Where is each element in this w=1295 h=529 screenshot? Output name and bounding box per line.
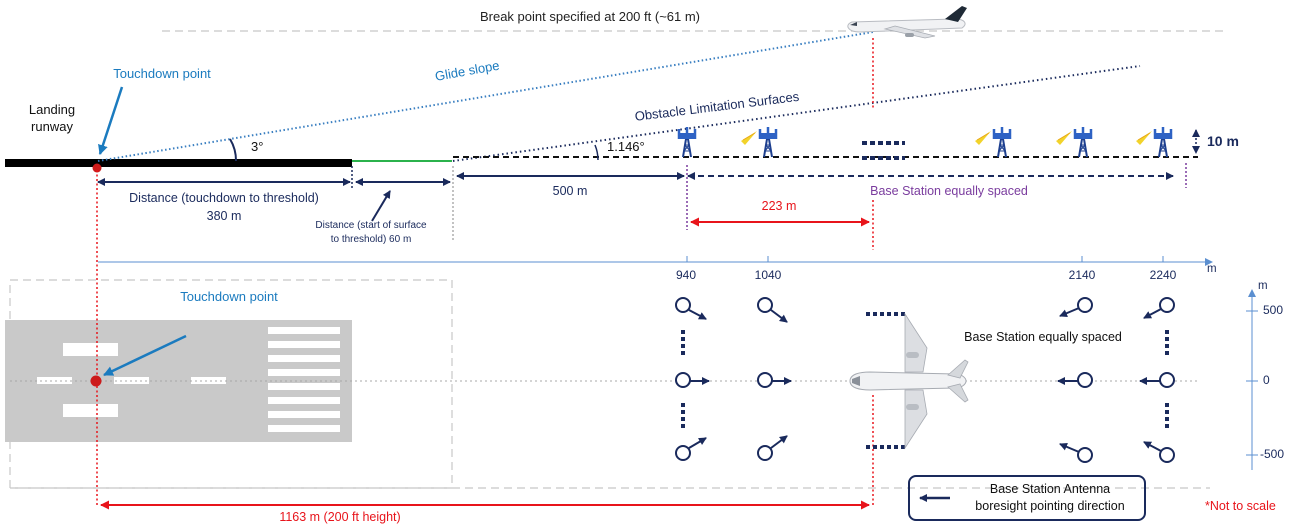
not-to-scale-note: *Not to scale	[1205, 499, 1276, 513]
touchdown-arrow-top	[98, 86, 124, 155]
dist-1163-label: 1163 m (200 ft height)	[279, 510, 401, 524]
glide-slope-line	[97, 31, 874, 162]
touchdown-label-plan: Touchdown point	[180, 289, 278, 304]
dist-surface-label-1: Distance (start of surface	[315, 220, 427, 231]
dist-223-label: 223 m	[761, 199, 797, 213]
y-tick-0: 0	[1263, 373, 1270, 387]
glide-angle-label: 3°	[251, 139, 264, 154]
x-tick-940: 940	[675, 268, 697, 282]
break-point-label: Break point specified at 200 ft (~61 m)	[479, 9, 701, 24]
tower-height-label: 10 m	[1207, 133, 1239, 149]
dist-touchdown-value: 380 m	[206, 209, 242, 223]
x-tick-2240: 2240	[1149, 268, 1177, 282]
landing-runway	[5, 159, 352, 167]
ols-line	[452, 65, 1141, 162]
bs-spacing-label-top: Base Station equally spaced	[870, 184, 1028, 198]
touchdown-label-top: Touchdown point	[113, 66, 211, 81]
dist-surface-pointer	[371, 190, 391, 222]
legend-line-2: boresight pointing direction	[975, 499, 1125, 513]
x-axis-unit: m	[1207, 263, 1217, 275]
dist-touchdown-label: Distance (touchdown to threshold)	[129, 191, 319, 205]
touchdown-dot-plan	[90, 375, 102, 387]
glide-angle-arc	[229, 138, 238, 162]
x-tick-1040: 1040	[754, 268, 782, 282]
cell-tower-icon	[677, 125, 1173, 159]
legend-line-1: Base Station Antenna	[989, 482, 1111, 496]
airplane-icon-plan	[849, 312, 969, 450]
antenna-direction-icon	[675, 297, 1175, 463]
bs-spacing-label-plan: Base Station equally spaced	[964, 330, 1122, 344]
y-axis-unit: m	[1258, 280, 1268, 292]
antenna-ellipsis	[681, 312, 1169, 449]
y-tick-neg500: -500	[1260, 447, 1285, 461]
dist-500-label: 500 m	[552, 184, 588, 198]
landing-runway-label-2: runway	[31, 119, 73, 134]
touchdown-dot-top	[92, 163, 102, 173]
x-tick-2140: 2140	[1068, 268, 1096, 282]
ols-angle-arc	[594, 144, 599, 161]
y-tick-500: 500	[1263, 303, 1284, 317]
runway-markings	[37, 327, 340, 432]
landing-runway-label-1: Landing	[28, 102, 76, 117]
dist-surface-label-2: to threshold) 60 m	[330, 234, 412, 245]
airplane-icon-top	[847, 6, 967, 39]
legend: Base Station Antenna boresight pointing …	[908, 475, 1146, 521]
ols-angle-label: 1.146°	[607, 139, 645, 154]
touchdown-arrow-plan	[103, 334, 187, 377]
